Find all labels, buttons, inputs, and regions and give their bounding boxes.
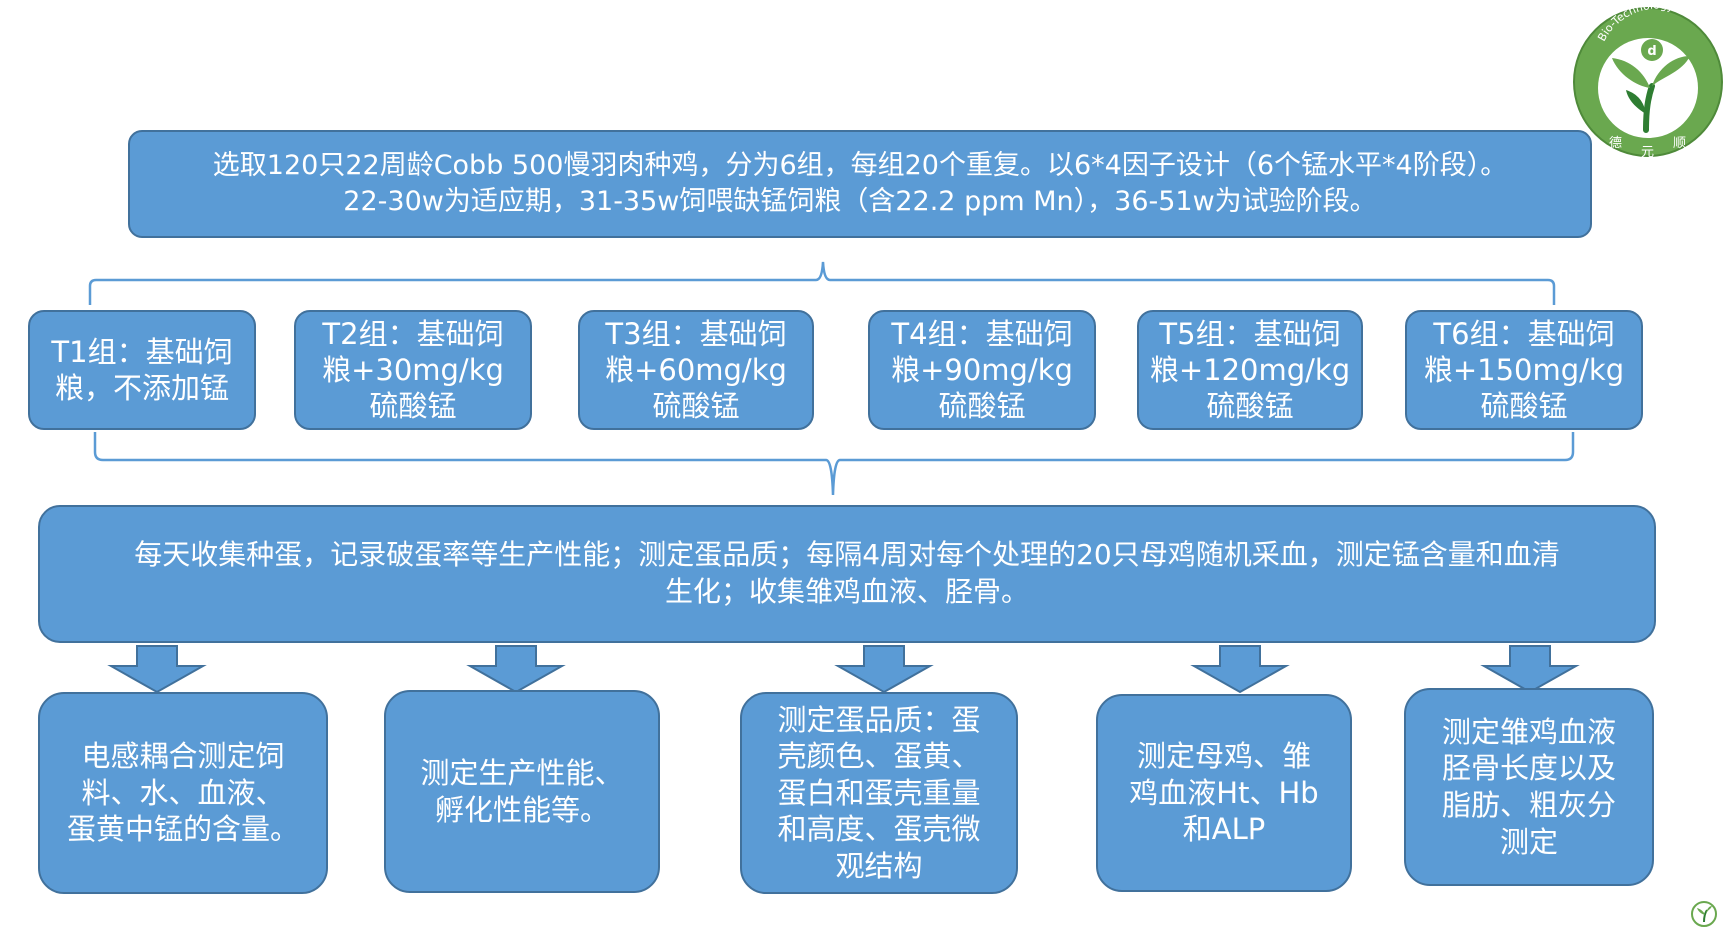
top-bracket (88, 261, 1556, 305)
group-t1-box: T1组：基础饲 粮，不添加锰 (28, 310, 256, 430)
down-arrow-5 (1480, 645, 1580, 694)
svg-text:d: d (1647, 44, 1656, 59)
result-box-chick-tibia: 测定雏鸡血液 胫骨长度以及 脂肪、粗灰分 测定 (1404, 688, 1654, 886)
bottom-bracket (93, 432, 1575, 496)
down-arrow-1 (107, 645, 207, 694)
result-box-production-performance: 测定生产性能、 孵化性能等。 (384, 690, 660, 893)
result-box-blood-parameters: 测定母鸡、雏 鸡血液Ht、Hb 和ALP (1096, 694, 1352, 892)
logo-char-1: 德 (1609, 136, 1622, 151)
logo-char-2: 元 (1641, 145, 1654, 160)
study-design-box: 选取120只22周龄Cobb 500慢羽肉种鸡，分为6组，每组20个重复。以6*… (128, 130, 1592, 238)
group-t2-box: T2组：基础饲 粮+30mg/kg 硫酸锰 (294, 310, 532, 430)
logo-char-3: 顺 (1673, 136, 1686, 151)
company-logo: Bio-Technology d 德 元 顺 (1570, 2, 1726, 160)
sampling-procedure-box: 每天收集种蛋，记录破蛋率等生产性能；测定蛋品质；每隔4周对每个处理的20只母鸡随… (38, 505, 1656, 643)
group-t5-box: T5组：基础饲 粮+120mg/kg 硫酸锰 (1137, 310, 1363, 430)
down-arrow-2 (466, 645, 566, 694)
small-logo-icon (1691, 901, 1717, 927)
down-arrow-4 (1190, 645, 1290, 694)
result-box-manganese-content: 电感耦合测定饲 料、水、血液、 蛋黄中锰的含量。 (38, 692, 328, 894)
group-t6-box: T6组：基础饲 粮+150mg/kg 硫酸锰 (1405, 310, 1643, 430)
group-t3-box: T3组：基础饲 粮+60mg/kg 硫酸锰 (578, 310, 814, 430)
group-t4-box: T4组：基础饲 粮+90mg/kg 硫酸锰 (868, 310, 1096, 430)
logo-sprout-icon (1643, 83, 1655, 133)
result-box-egg-quality: 测定蛋品质：蛋 壳颜色、蛋黄、 蛋白和蛋壳重量 和高度、蛋壳微 观结构 (740, 692, 1018, 894)
down-arrow-3 (834, 645, 934, 694)
